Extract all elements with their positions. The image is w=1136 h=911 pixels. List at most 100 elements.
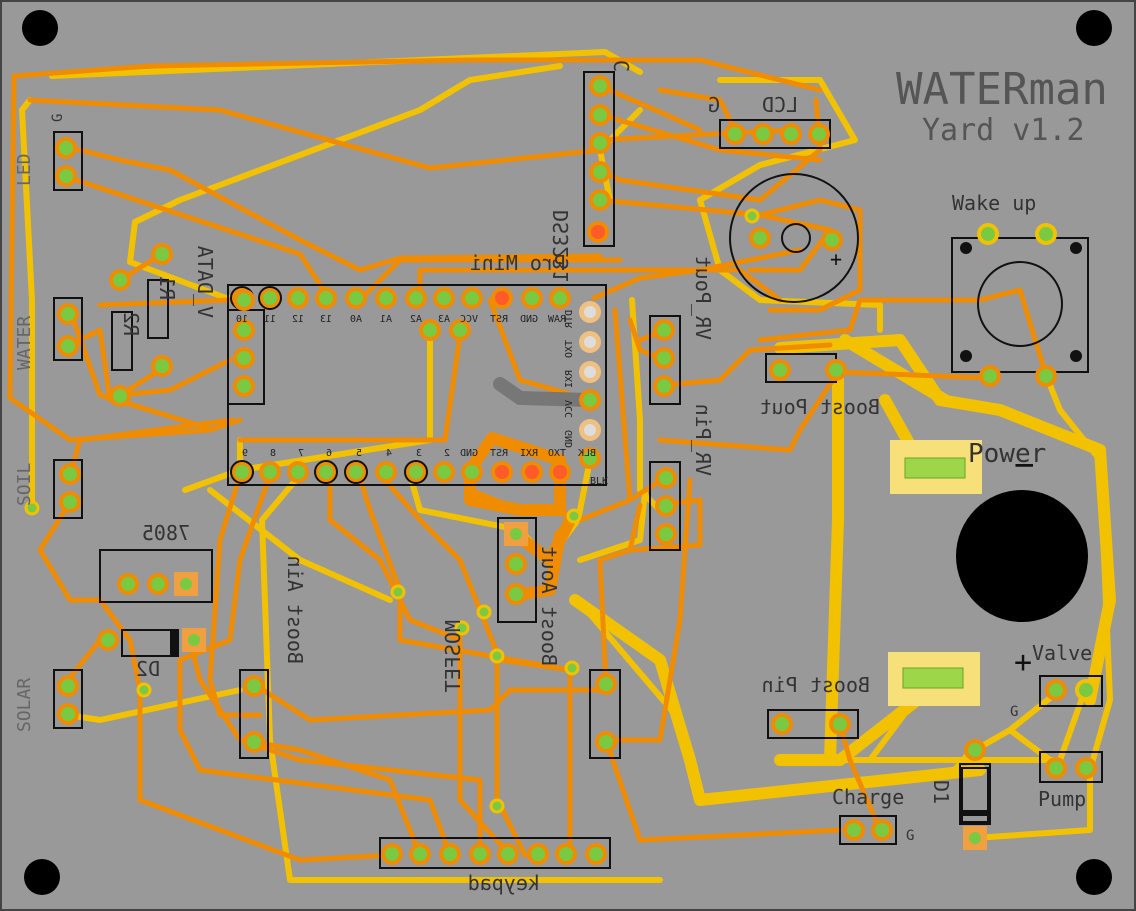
valve-g-label: G xyxy=(1010,704,1018,720)
pin-label: BLK xyxy=(578,448,596,459)
pad xyxy=(233,319,255,341)
pin-label: TXO xyxy=(548,448,566,459)
pad xyxy=(491,461,513,483)
wakeup-label: Wake up xyxy=(952,191,1036,215)
pad xyxy=(497,843,519,865)
pad xyxy=(655,523,677,545)
solar-label: SOLAR xyxy=(14,678,35,732)
pad xyxy=(439,843,461,865)
pin-label: GND xyxy=(460,448,478,459)
pad xyxy=(243,675,265,697)
pad xyxy=(521,287,543,309)
pad xyxy=(579,301,601,323)
pin-label: VCC xyxy=(564,400,575,418)
pad xyxy=(825,359,847,381)
pump-label: Pump xyxy=(1038,787,1086,811)
pad xyxy=(579,419,601,441)
pad xyxy=(419,319,441,341)
via xyxy=(136,682,152,698)
valve-label: Valve xyxy=(1032,641,1092,665)
pin-label: A0 xyxy=(350,314,362,325)
pad xyxy=(1035,365,1057,387)
pad xyxy=(287,287,309,309)
vr-pout-label: VR_Pout xyxy=(691,256,715,340)
pad xyxy=(375,461,397,483)
pad xyxy=(579,447,601,469)
pad xyxy=(521,461,543,483)
pad xyxy=(174,572,198,596)
pad xyxy=(653,375,675,397)
d1-label: D1 xyxy=(929,780,953,804)
pin-label: A3 xyxy=(438,314,450,325)
soil-label: SOIL xyxy=(14,462,35,506)
pad xyxy=(829,713,851,735)
pad xyxy=(964,739,986,761)
pad xyxy=(59,491,81,513)
pad xyxy=(117,573,139,595)
pad xyxy=(409,843,431,865)
led-label: LED xyxy=(14,153,35,186)
reg7805-label: 7805 xyxy=(142,521,190,545)
pad xyxy=(821,229,843,251)
led-g-label: G xyxy=(50,114,66,122)
pad xyxy=(979,365,1001,387)
pin-label: 13 xyxy=(320,314,332,325)
pad xyxy=(589,75,611,97)
pad xyxy=(1045,757,1067,779)
pad xyxy=(182,628,206,652)
via xyxy=(566,508,582,524)
pad xyxy=(549,461,571,483)
pad xyxy=(233,347,255,369)
power-pads xyxy=(888,440,982,706)
pin-label: 8 xyxy=(270,448,276,459)
pad xyxy=(589,161,611,183)
lcd-g-label: G xyxy=(708,93,720,117)
keypad-label: keypad xyxy=(468,871,540,895)
wakeup-switch[interactable] xyxy=(960,242,1082,362)
lcd-label: LCD xyxy=(762,93,798,117)
pad xyxy=(381,843,403,865)
pad xyxy=(461,461,483,483)
pad xyxy=(97,629,119,651)
pad xyxy=(655,467,677,489)
pad xyxy=(314,460,338,484)
pad xyxy=(151,355,173,377)
pin-label: RXI xyxy=(520,448,538,459)
pro-mini-label: Pro Mini xyxy=(470,251,566,275)
via xyxy=(390,584,406,600)
pad xyxy=(769,359,791,381)
ds3231-label: DS3231 xyxy=(549,210,573,282)
pin-label: GND xyxy=(520,314,538,325)
pad xyxy=(963,826,987,850)
pad xyxy=(433,287,455,309)
pad xyxy=(109,385,131,407)
pin-label: A1 xyxy=(380,314,392,325)
pin-label: 12 xyxy=(292,314,304,325)
pad xyxy=(55,137,77,159)
pin-label: RST xyxy=(490,314,508,325)
pin-label: 10 xyxy=(236,314,248,325)
boost-aout-label: Boost Aout xyxy=(537,546,561,666)
pin-label: 5 xyxy=(356,448,362,459)
via xyxy=(744,208,760,224)
pad xyxy=(977,223,999,245)
pad xyxy=(287,461,309,483)
pad xyxy=(57,675,79,697)
pad xyxy=(585,843,607,865)
pad xyxy=(653,319,675,341)
pad xyxy=(147,573,169,595)
pin-label: DTR xyxy=(564,310,575,329)
pad xyxy=(109,269,131,291)
pad xyxy=(589,104,611,126)
blk-label: BLK xyxy=(590,476,608,487)
buzzer xyxy=(729,173,859,303)
pad xyxy=(259,461,281,483)
pad xyxy=(653,347,675,369)
pad xyxy=(549,287,571,309)
pad xyxy=(57,335,79,357)
pad xyxy=(843,819,865,841)
